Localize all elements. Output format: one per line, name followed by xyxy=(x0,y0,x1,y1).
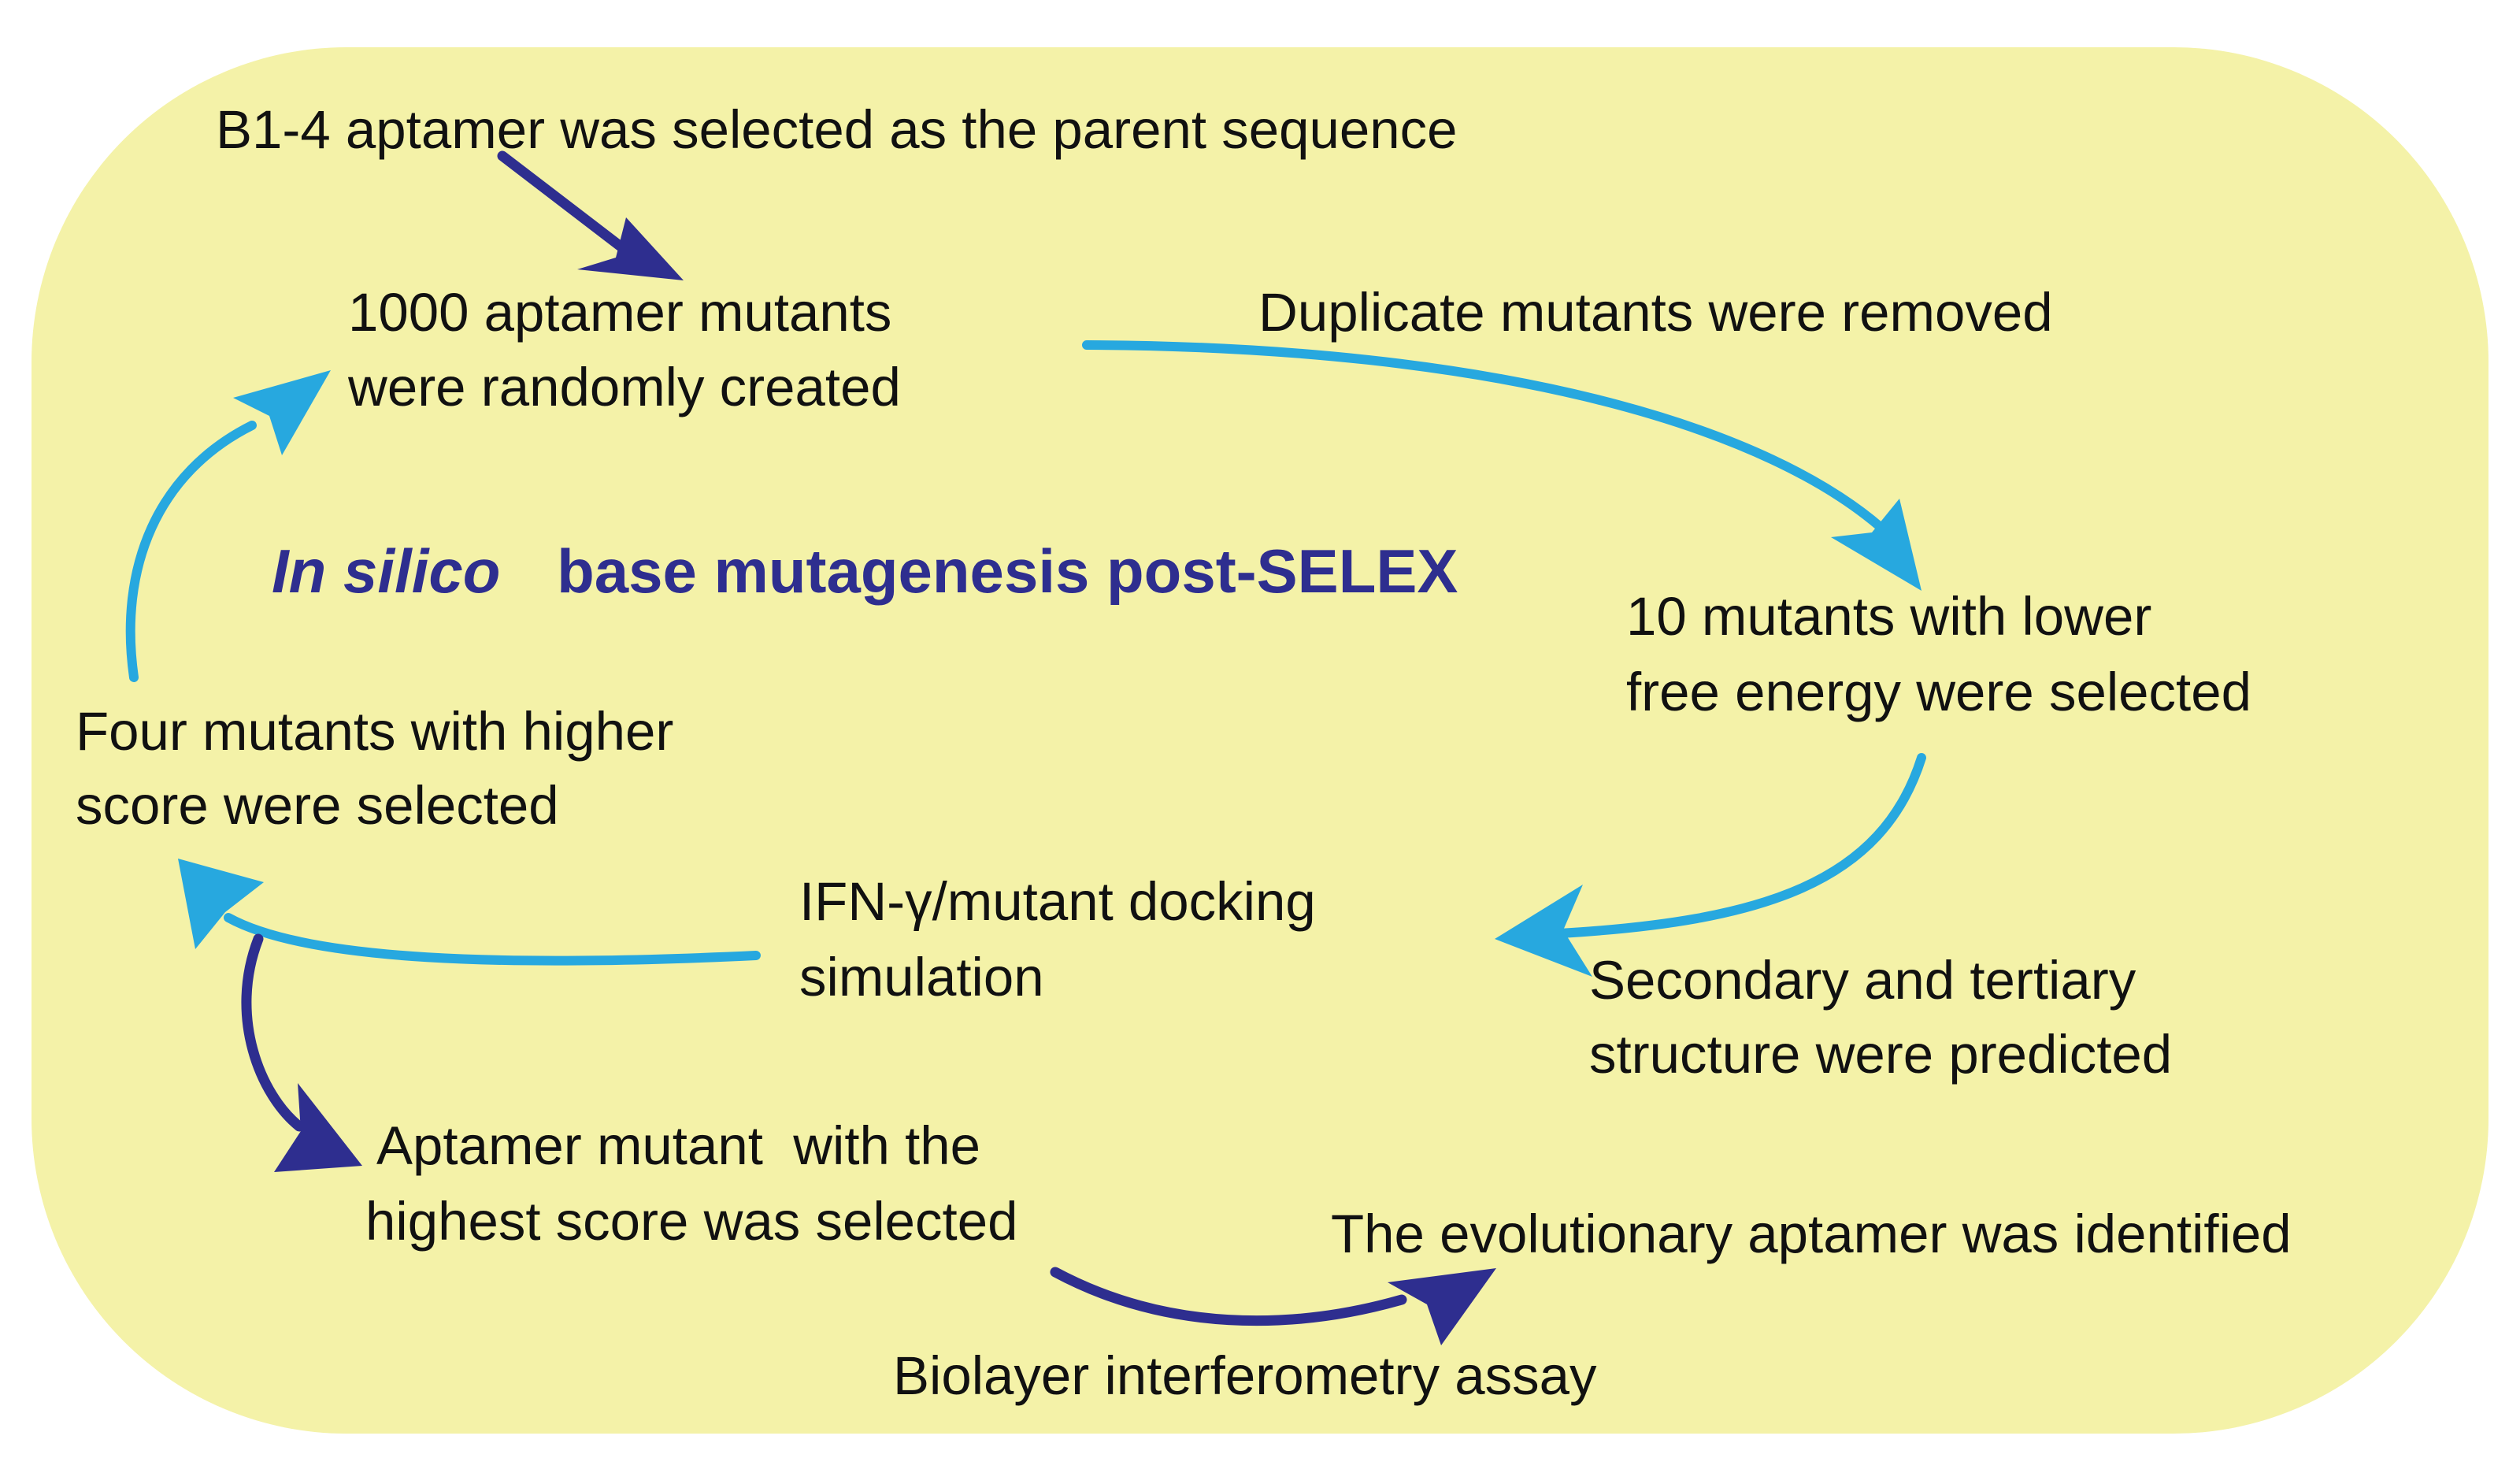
step-four: Four mutants with higher score were sele… xyxy=(76,701,673,836)
arrow-four-to-highest xyxy=(241,933,362,1172)
step-docking-line1: IFN-γ/mutant docking xyxy=(799,871,1316,932)
step-highest-line2: highest score was selected xyxy=(365,1191,1017,1252)
arrow-icon xyxy=(1050,1267,1407,1326)
step-structure: Secondary and tertiary structure were pr… xyxy=(1589,950,2172,1085)
arrow-icon xyxy=(1555,753,1926,938)
step-lower-energy: 10 mutants with lower free energy were s… xyxy=(1626,586,2251,722)
step-four-line2: score were selected xyxy=(76,775,559,836)
arrowhead-icon xyxy=(577,217,684,280)
step-identified: The evolutionary aptamer was identified xyxy=(1331,1204,2292,1264)
arrowhead-icon xyxy=(1495,885,1592,977)
arrowhead-icon xyxy=(233,370,331,455)
arrow-icon xyxy=(224,913,761,966)
arrow-icon xyxy=(497,150,636,259)
title-rest: base mutagenesis post-SELEX xyxy=(557,536,1458,606)
step-mutants: 1000 aptamer mutants were randomly creat… xyxy=(347,282,901,417)
arrow-four-to-mutants xyxy=(125,370,331,682)
step-mutants-line2: were randomly created xyxy=(347,357,901,417)
arrow-parent-to-mutants xyxy=(497,150,684,280)
arrow-icon xyxy=(125,421,257,682)
background-panel xyxy=(32,47,2488,1434)
arrowhead-icon xyxy=(1831,499,1922,591)
arrowhead-icon xyxy=(1388,1268,1496,1345)
step-highest: Aptamer mutant with the highest score wa… xyxy=(365,1115,1017,1252)
arrow-highest-to-identified xyxy=(1050,1267,1496,1345)
arrow-mutants-to-lower-energy xyxy=(1082,340,1922,591)
arrow-icon xyxy=(1082,340,1895,540)
title-italic: In silico xyxy=(272,536,500,606)
step-mutants-line1: 1000 aptamer mutants xyxy=(348,282,891,343)
step-dedup: Duplicate mutants were removed xyxy=(1258,282,2053,343)
arrowhead-icon xyxy=(274,1083,362,1172)
step-docking-line2: simulation xyxy=(799,947,1044,1007)
arrow-docking-to-four xyxy=(178,859,761,966)
arrows-group xyxy=(125,150,1926,1345)
step-lower-energy-line1: 10 mutants with lower xyxy=(1626,586,2151,647)
arrowhead-icon xyxy=(178,859,264,949)
arrow-icon xyxy=(241,933,305,1132)
step-structure-line1: Secondary and tertiary xyxy=(1589,950,2136,1011)
step-four-line1: Four mutants with higher xyxy=(76,701,673,762)
step-docking: IFN-γ/mutant docking simulation xyxy=(799,871,1316,1007)
step-highest-line1: Aptamer mutant with the xyxy=(376,1115,980,1176)
diagram-title: In silico base mutagenesis post-SELEX xyxy=(272,536,1458,606)
step-structure-line2: structure were predicted xyxy=(1589,1024,2172,1085)
step-lower-energy-line2: free energy were selected xyxy=(1626,662,2251,722)
step-bli: Biolayer interferometry assay xyxy=(893,1345,1597,1406)
step-parent: B1-4 aptamer was selected as the parent … xyxy=(216,99,1457,160)
arrow-lower-energy-to-structure xyxy=(1495,753,1926,977)
